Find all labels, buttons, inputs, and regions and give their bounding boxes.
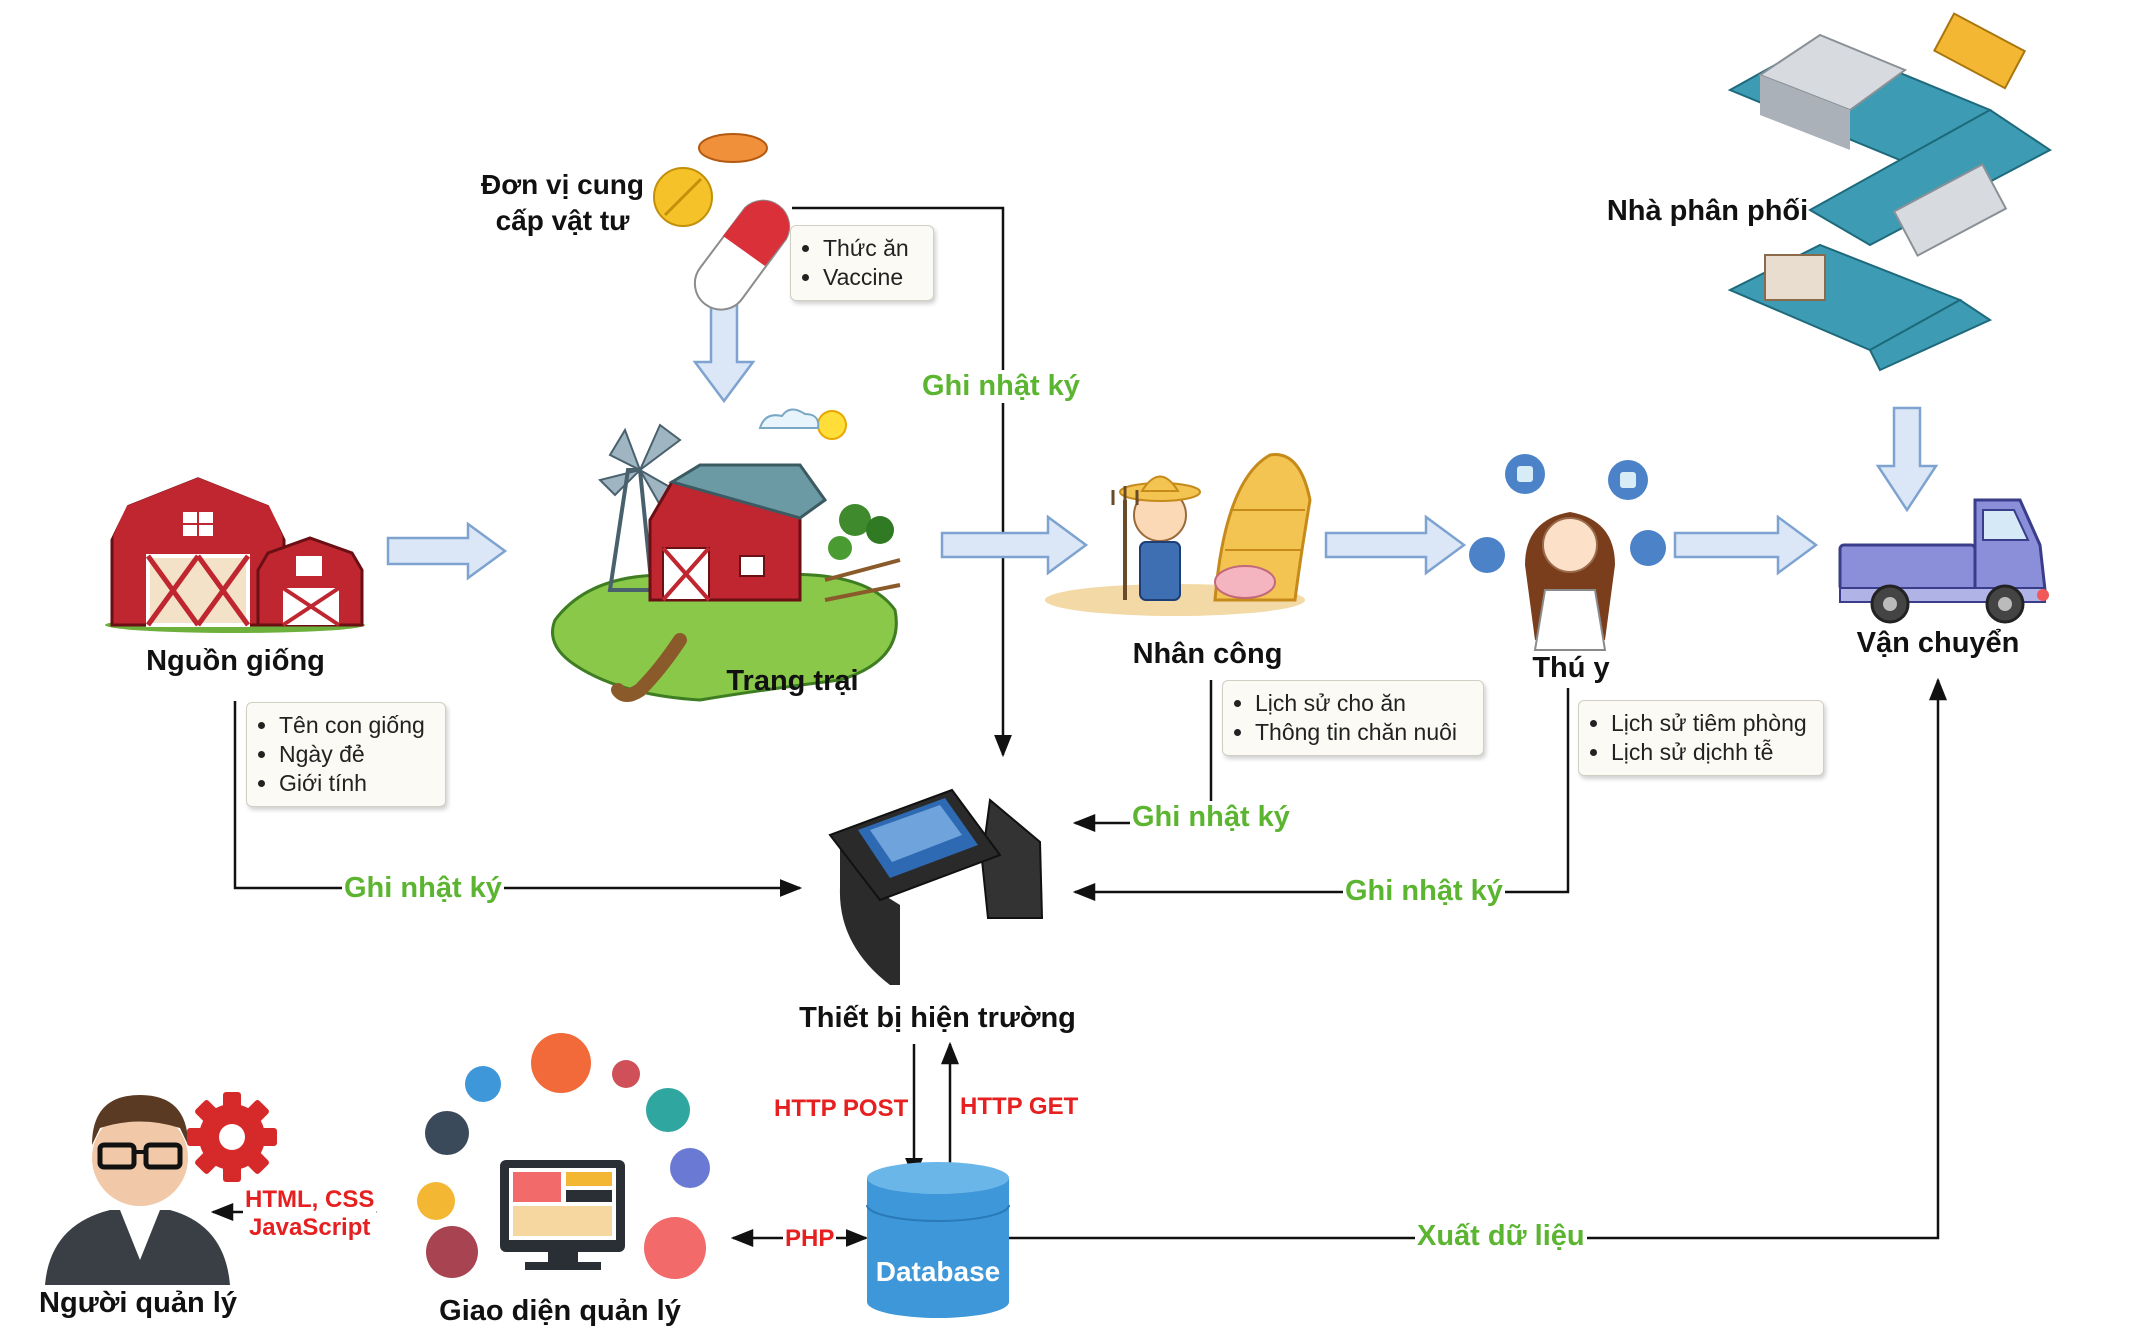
note-item: Thức ăn [823,234,921,263]
php-label: PHP [783,1225,837,1253]
log-label-labor: Ghi nhật ký [1130,801,1292,834]
log-label-vet: Ghi nhật ký [1343,875,1505,908]
vet-icon [1469,454,1666,651]
note-item: Lịch sử tiêm phòng [1611,709,1811,738]
edge-breeding-to-device [233,701,803,897]
arrow-supplier-to-farm [692,294,756,404]
note-item: Giới tính [279,769,433,798]
database-icon [866,1162,1010,1318]
barn-icon [105,470,365,633]
manager-icon [45,1095,230,1285]
edge-export [1008,677,1947,1240]
admin-ui-label: Giao diện quản lý [439,1295,681,1327]
distributor-label: Nhà phân phối [1606,195,1809,227]
breeding-source-note: Tên con giống Ngày đẻ Giới tính [246,702,446,807]
farm-icon [551,408,901,702]
http-get-label: HTTP GET [958,1093,1081,1121]
log-label-supplier: Ghi nhật ký [920,370,1082,403]
pill-icon [653,133,791,311]
arrow-labor-to-vet [1324,514,1467,576]
breeding-source-label: Nguồn giống [146,645,325,677]
gear-icon [187,1092,277,1182]
note-item: Thông tin chăn nuôi [1255,718,1471,747]
web-stack-line-2: JavaScript [248,1214,371,1241]
labor-note: Lịch sử cho ăn Thông tin chăn nuôi [1222,680,1484,756]
farmer-icon [1045,453,1312,616]
dashboard-icon [417,1033,710,1279]
scanner-icon [828,788,1044,985]
manager-label: Người quản lý [39,1287,237,1319]
note-item: Tên con giống [279,711,433,740]
export-label: Xuất dữ liệu [1415,1220,1587,1253]
log-label-breeding: Ghi nhật ký [342,872,504,905]
note-item: Ngày đẻ [279,740,433,769]
note-item: Lịch sử cho ăn [1255,689,1471,718]
edge-vet-to-device [1072,688,1570,901]
web-stack-label: HTML, CSS JavaScript [243,1186,377,1242]
http-post-label: HTTP POST [772,1095,911,1123]
note-item: Vaccine [823,263,921,292]
supplier-label: Đơn vị cung cấp vật tư [480,169,645,236]
block-arrows [386,294,1939,581]
arrow-source-to-farm [386,521,508,581]
arrow-farm-to-labor [940,514,1089,576]
truck-icon [1838,498,2049,624]
connector-lines [210,206,1947,1247]
warehouse-icon [1727,12,2052,372]
note-item: Lịch sử dịchh tễ [1611,738,1811,767]
supplier-note: Thức ăn Vaccine [790,225,934,301]
field-device-label: Thiết bị hiện trường [799,1002,1076,1034]
vet-label: Thú y [1532,652,1610,684]
labor-label: Nhân công [1132,638,1283,670]
edge-supplier-to-device [792,206,1012,758]
vet-note: Lịch sử tiêm phòng Lịch sử dịchh tễ [1578,700,1824,776]
arrow-vet-to-transport [1673,514,1819,576]
farm-label: Trang trại [726,665,859,697]
transport-label: Vận chuyển [1856,627,2020,659]
arrow-distributor-to-transport [1875,406,1939,513]
web-stack-line-1: HTML, CSS [245,1186,375,1213]
database-label: Database [875,1256,1001,1287]
